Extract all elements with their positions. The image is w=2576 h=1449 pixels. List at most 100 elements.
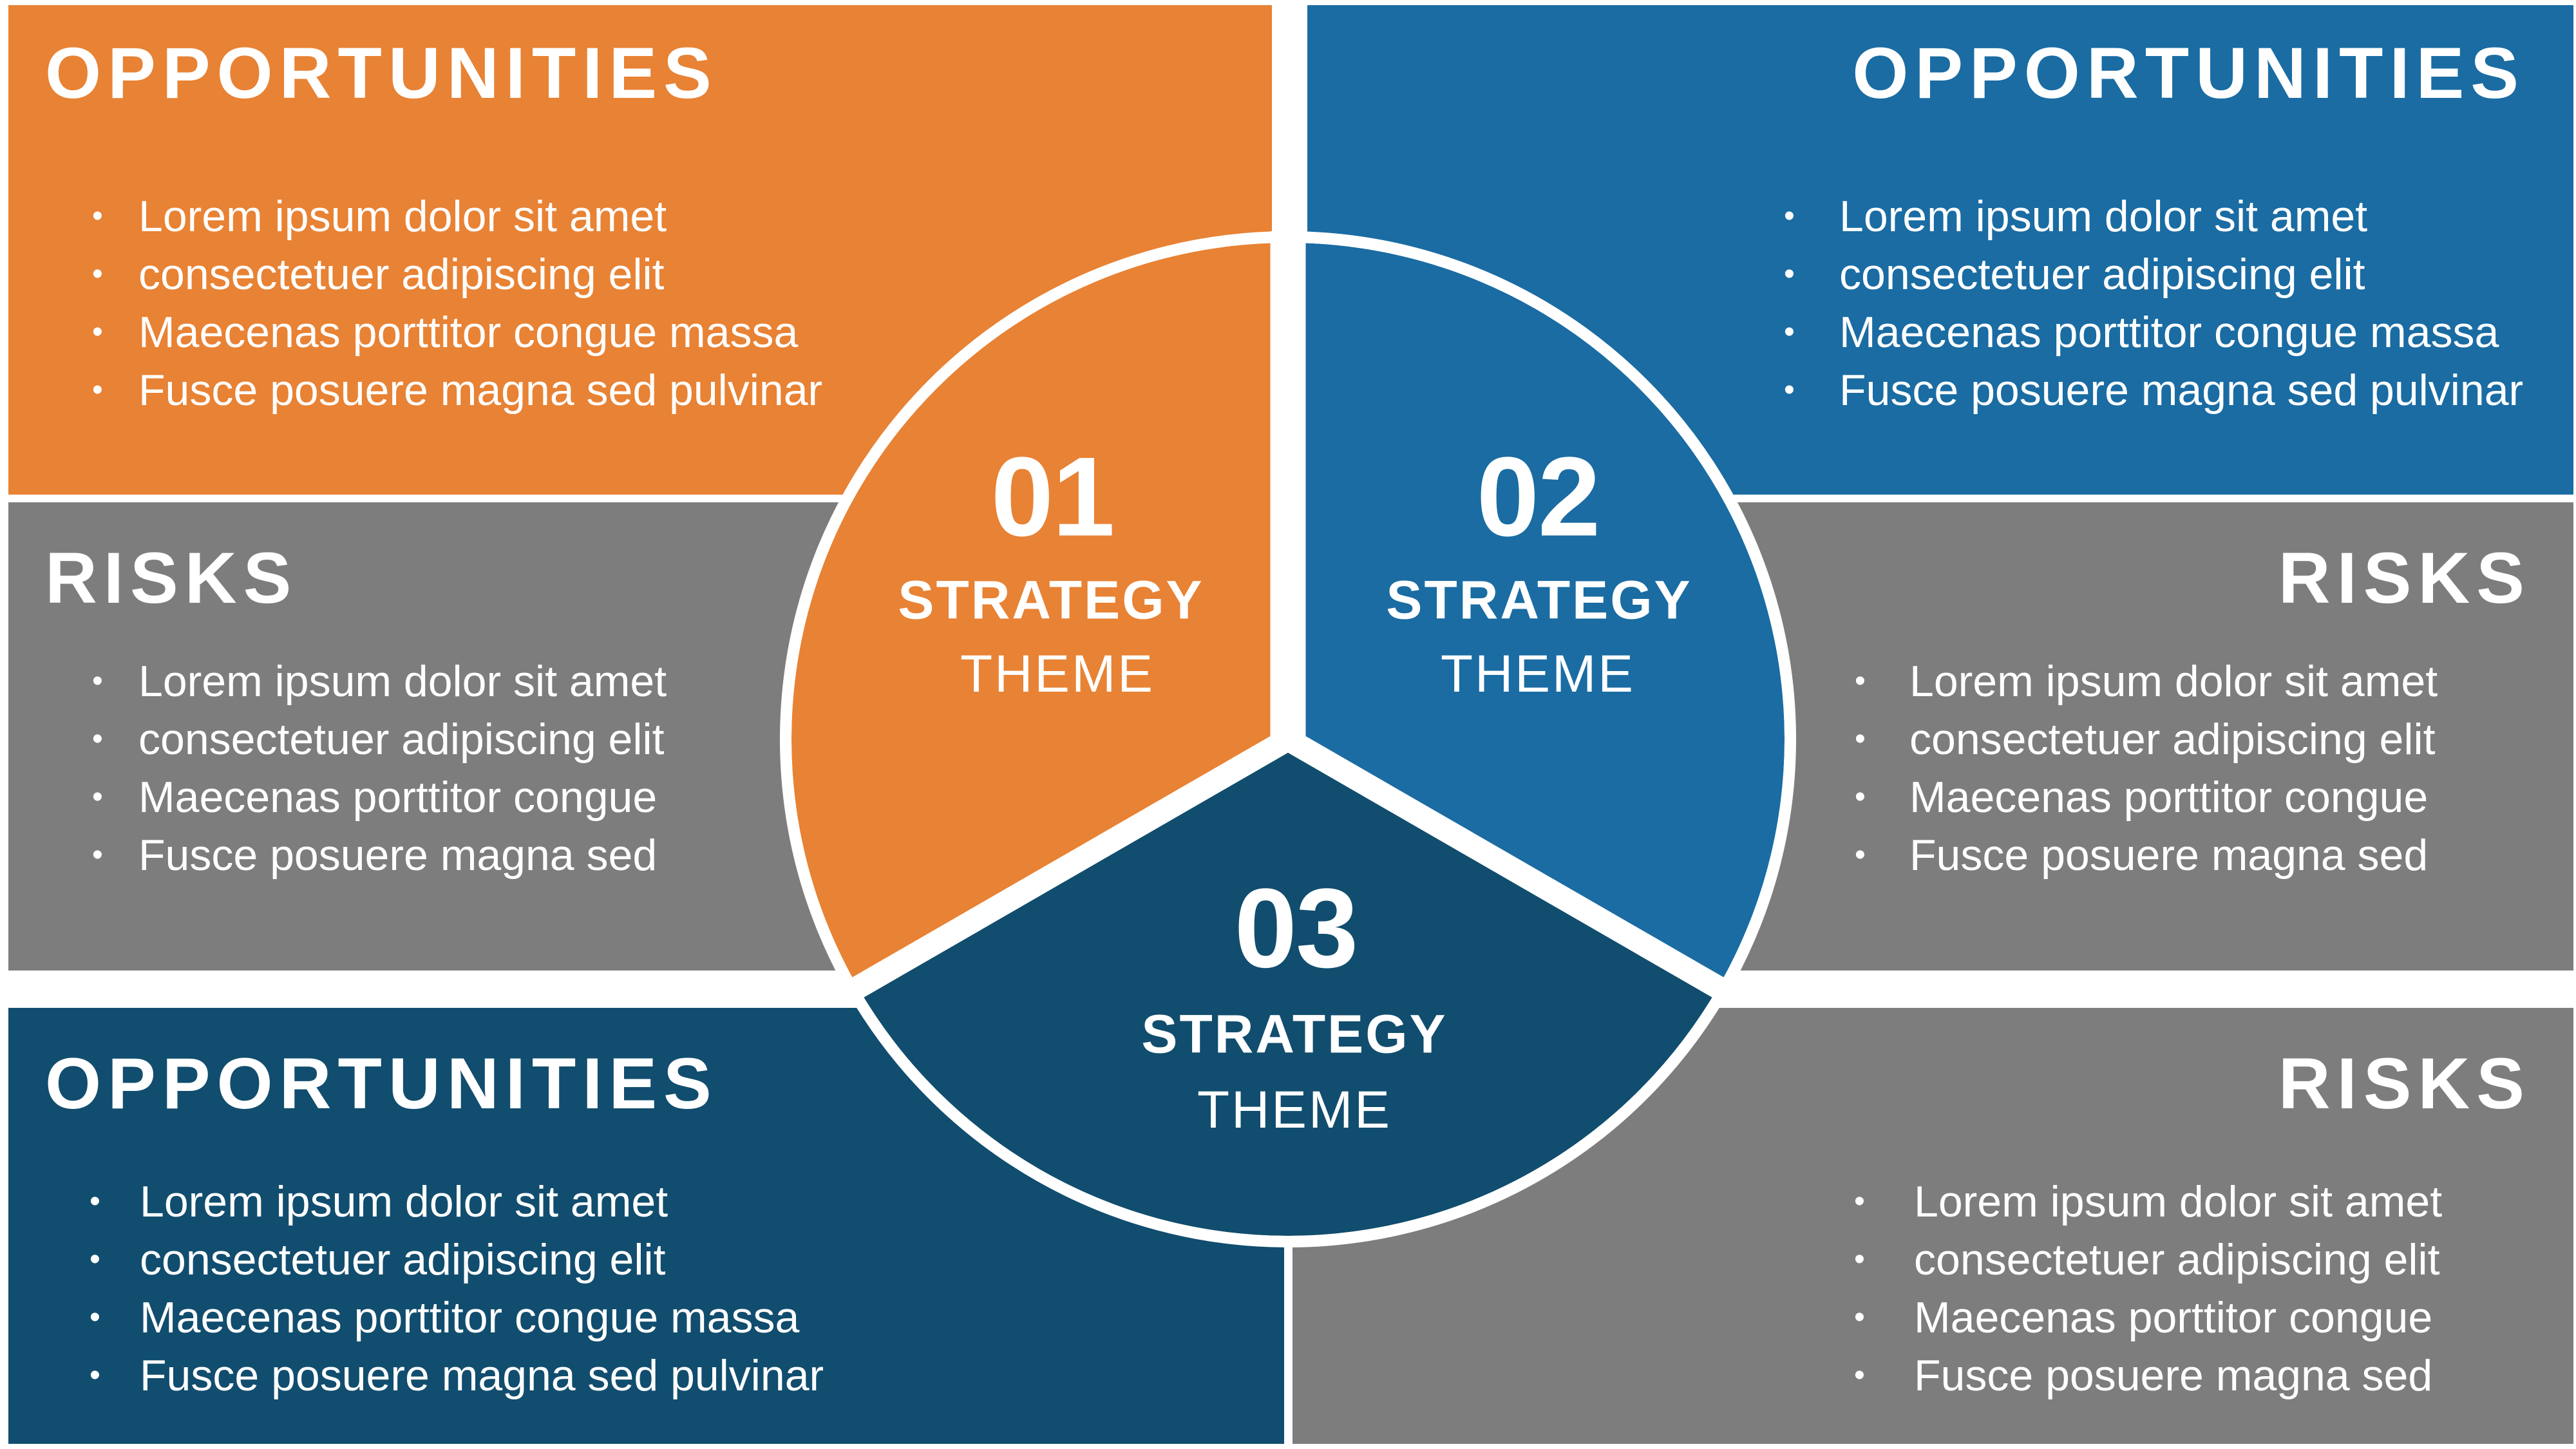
bullet-dot-icon: • <box>90 1300 100 1334</box>
circle-vertical-divider <box>1270 231 1306 739</box>
panel-top-left-opportunities: OPPORTUNITIES • Lorem ipsum dolor sit ame… <box>8 5 1272 495</box>
bullet-dot-icon: • <box>1784 315 1795 349</box>
bullet-item: • Fusce posuere magna sed <box>1293 1347 2573 1405</box>
bullet-text: Maecenas porttitor congue massa <box>140 1293 800 1342</box>
bullet-text: Maecenas porttitor congue massa <box>138 308 799 357</box>
bullet-text: Lorem ipsum dolor sit amet <box>138 192 667 241</box>
panel-heading: OPPORTUNITIES <box>1852 33 2525 113</box>
bullet-item: • Lorem ipsum dolor sit amet <box>8 1173 1285 1231</box>
bullet-item: •Fusce posuere magna sed pulvinar <box>1307 361 2573 419</box>
bullet-dot-icon: • <box>1854 1184 1865 1218</box>
segment-02-subtitle: THEME <box>1441 645 1635 703</box>
bullet-text: Maecenas porttitor congue <box>1909 773 2429 822</box>
bullet-dot-icon: • <box>92 722 103 756</box>
bullet-dot-icon: • <box>1855 838 1866 872</box>
bullet-text: Lorem ipsum dolor sit amet <box>138 657 667 706</box>
bullet-item: • consectetuer adipiscing elit <box>1307 245 2573 303</box>
bullet-text: consectetuer adipiscing elit <box>138 715 665 764</box>
bullet-text: consectetuer adipiscing elit <box>1914 1235 2440 1284</box>
bullet-item: • Maecenas porttitor congue massa <box>8 303 1272 361</box>
bullet-dot-icon: • <box>92 199 103 233</box>
bullet-dot-icon: • <box>1854 1242 1865 1276</box>
panel-top-right-opportunities: OPPORTUNITIES • Lorem ipsum dolor sit ame… <box>1307 5 2573 495</box>
bullet-text: consectetuer adipiscing elit <box>1909 715 2436 764</box>
bullet-dot-icon: • <box>92 780 103 814</box>
panel-heading: OPPORTUNITIES <box>45 1043 718 1124</box>
bullet-list: • Lorem ipsum dolor sit amet • consectetue… <box>1307 187 2573 419</box>
bullet-dot-icon: • <box>90 1184 100 1218</box>
bullet-text: consectetuer adipiscing elit <box>140 1235 666 1284</box>
bullet-list: • Lorem ipsum dolor sit amet • consectetue… <box>8 187 1272 419</box>
bullet-dot-icon: • <box>1784 199 1795 233</box>
bullet-item: • Fusce posuere magna sed pulvinar <box>8 1347 1285 1405</box>
panel-heading: RISKS <box>2278 538 2531 618</box>
segment-03-title: STRATEGY <box>1141 1003 1448 1065</box>
circle-right-diagonal-divider <box>1276 728 1735 1002</box>
bullet-text: Fusce posuere magna sed pulvinar <box>138 366 823 415</box>
circle-left-diagonal-divider <box>841 728 1300 1002</box>
bullet-item: • Maecenas porttitor congue <box>1307 768 2573 826</box>
bullet-text: Lorem ipsum dolor sit amet <box>1909 657 2438 706</box>
bullet-dot-icon: • <box>1855 780 1866 814</box>
bullet-list: • Lorem ipsum dolor sit amet • consectetue… <box>8 652 1272 884</box>
bullet-item: • Lorem ipsum dolor sit amet <box>1307 187 2573 245</box>
segment-03-number: 03 <box>1234 866 1359 992</box>
bullet-item: • Fusce posuere magna sed <box>1307 826 2573 884</box>
bullet-dot-icon: • <box>92 664 103 698</box>
bullet-text: Maecenas porttitor congue <box>138 773 658 822</box>
panel-bottom-left-opportunities: OPPORTUNITIES • Lorem ipsum dolor sit ame… <box>8 1008 1285 1444</box>
bullet-item: • Lorem ipsum dolor sit amet <box>8 652 1272 710</box>
bullet-list: • Lorem ipsum dolor sit amet • consectetue… <box>1307 652 2573 884</box>
bullet-dot-icon: • <box>90 1358 100 1392</box>
bullet-dot-icon: • <box>1855 722 1866 756</box>
bullet-dot-icon: • <box>1784 257 1795 291</box>
bullet-text: Maecenas porttitor congue massa <box>1839 308 2499 357</box>
bullet-text: Lorem ipsum dolor sit amet <box>1914 1177 2443 1226</box>
bullet-dot-icon: • <box>92 257 103 291</box>
bullet-item: • consectetuer adipiscing elit <box>8 1231 1285 1289</box>
bullet-list: • Lorem ipsum dolor sit amet • consectetue… <box>8 1173 1285 1405</box>
bullet-text: Fusce posuere magna sed <box>138 831 658 880</box>
bullet-text: Fusce posuere magna sed pulvinar <box>1839 366 2524 415</box>
bullet-text: Maecenas porttitor congue <box>1914 1293 2433 1342</box>
bullet-dot-icon: • <box>92 373 103 407</box>
strategy-circle <box>780 231 1796 1247</box>
bullet-dot-icon: • <box>92 315 103 349</box>
bullet-item: • consectetuer adipiscing elit <box>1307 710 2573 768</box>
segment-02-number: 02 <box>1476 434 1601 560</box>
bullet-item: • consectetuer adipiscing elit <box>8 245 1272 303</box>
bullet-item: • Lorem ipsum dolor sit amet <box>1293 1173 2573 1231</box>
bullet-dot-icon: • <box>1855 664 1866 698</box>
bullet-item: • Maecenas porttitor congue <box>1293 1289 2573 1347</box>
bullet-dot-icon: • <box>1854 1300 1865 1334</box>
bullet-item: • Maecenas porttitor congue massa <box>8 1289 1285 1347</box>
bullet-item: • Fusce posuere magna sed pulvinar <box>8 361 1272 419</box>
bullet-dot-icon: • <box>90 1242 100 1276</box>
segment-01-title: STRATEGY <box>898 569 1204 630</box>
panel-heading: RISKS <box>45 538 298 618</box>
bullet-item: • Lorem ipsum dolor sit amet <box>1307 652 2573 710</box>
bullet-item: • consectetuer adipiscing elit <box>1293 1231 2573 1289</box>
bullet-dot-icon: • <box>92 838 103 872</box>
bullet-list: • Lorem ipsum dolor sit amet • consectetue… <box>1293 1173 2573 1405</box>
bullet-text: Lorem ipsum dolor sit amet <box>1839 192 2368 241</box>
panel-heading: RISKS <box>2278 1043 2531 1124</box>
segment-02-title: STRATEGY <box>1386 569 1692 630</box>
bullet-text: consectetuer adipiscing elit <box>138 250 665 299</box>
bullet-text: Fusce posuere magna sed pulvinar <box>140 1351 824 1400</box>
segment-01-subtitle: THEME <box>960 645 1155 703</box>
panel-heading: OPPORTUNITIES <box>45 33 718 113</box>
bullet-text: Lorem ipsum dolor sit amet <box>140 1177 668 1226</box>
bullet-text: consectetuer adipiscing elit <box>1839 250 2365 299</box>
bullet-item: • Fusce posuere magna sed <box>8 826 1272 884</box>
bullet-text: Fusce posuere magna sed <box>1914 1351 2433 1400</box>
bullet-item: • Lorem ipsum dolor sit amet <box>8 187 1272 245</box>
segment-03-subtitle: THEME <box>1197 1081 1392 1139</box>
bullet-item: • Maecenas porttitor congue massa <box>1307 303 2573 361</box>
bullet-text: Fusce posuere magna sed <box>1909 831 2429 880</box>
bullet-dot-icon: • <box>1854 1358 1865 1392</box>
segment-03-shape <box>858 739 1718 1236</box>
segment-01-number: 01 <box>990 434 1115 560</box>
bullet-item: • Maecenas porttitor congue <box>8 768 1272 826</box>
